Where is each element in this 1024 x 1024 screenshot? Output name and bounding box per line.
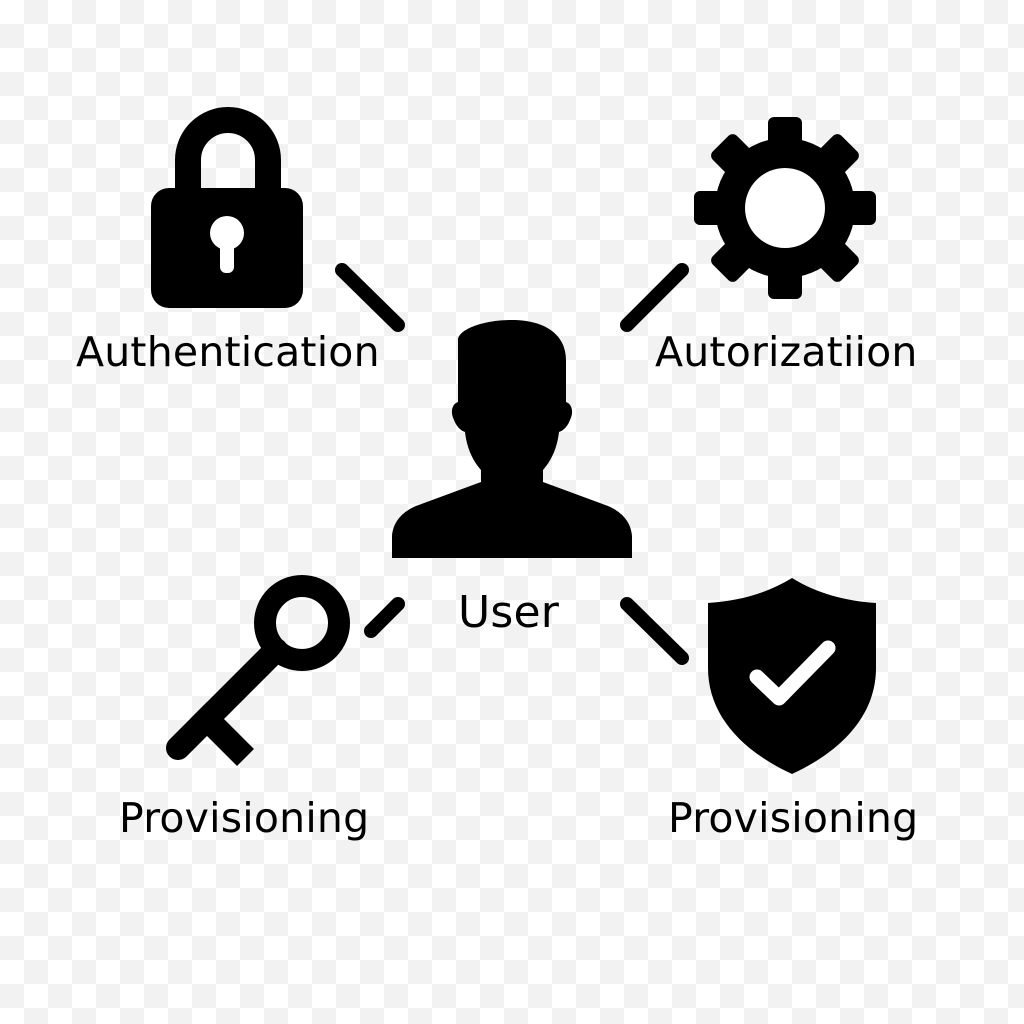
authentication-label: Authentication [76,328,380,376]
connector-authentication [335,263,405,332]
connector-authorization [620,263,689,332]
connectors [335,263,689,665]
checkmark-icon [749,640,836,706]
gear-icon [694,117,876,299]
user-icon [392,320,632,558]
provisioning-key-label: Provisioning [119,794,370,842]
provisioning-shield-label: Provisioning [668,794,919,842]
connector-provisioning-key [364,597,405,638]
shield-check-icon [708,578,876,774]
connector-provisioning-shield [620,597,689,665]
key-icon [166,575,350,766]
authorization-label: Autorizatiion [655,328,918,376]
padlock-icon [151,107,303,308]
user-label: User [458,587,560,638]
